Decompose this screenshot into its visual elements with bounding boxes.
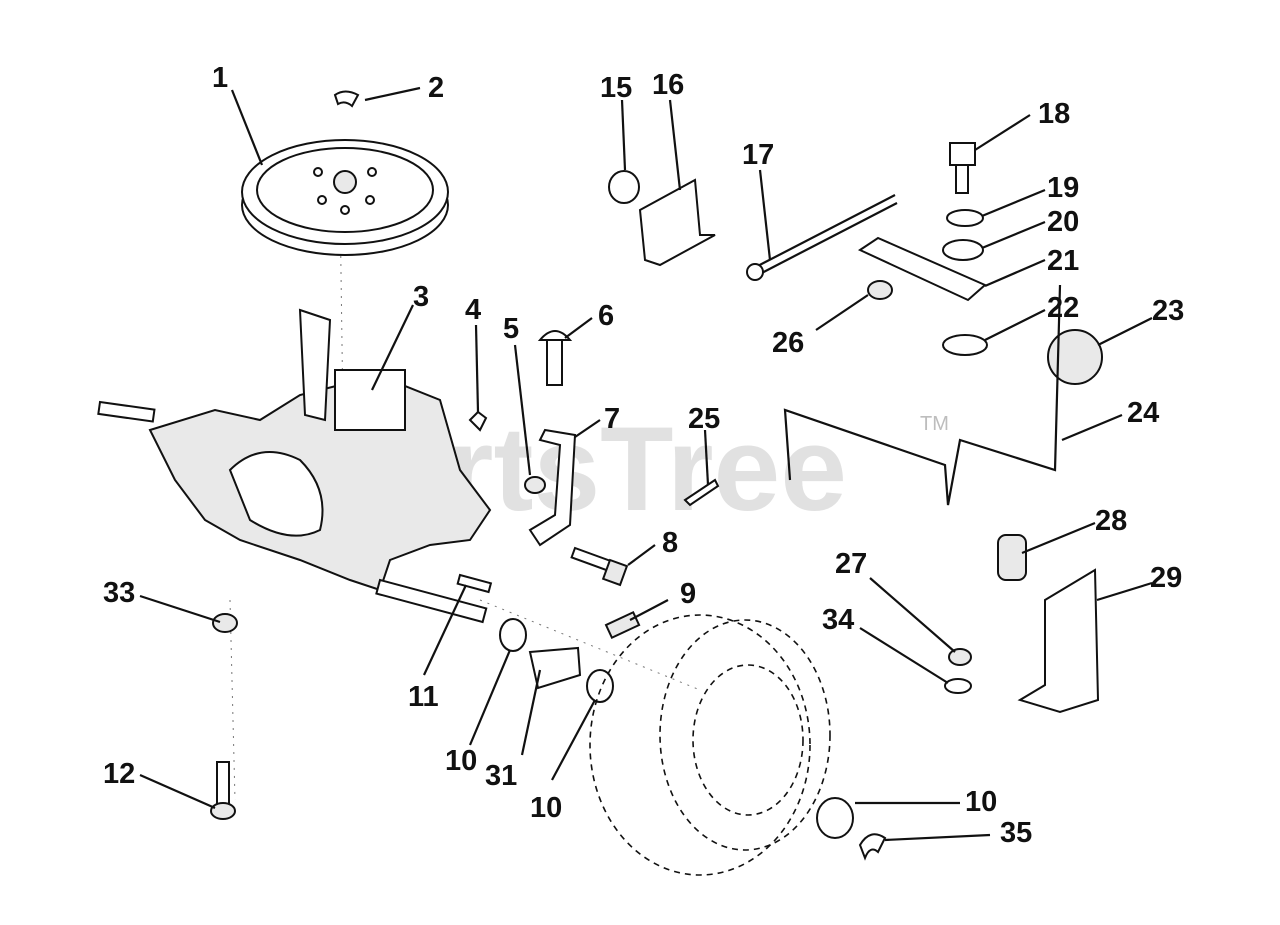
pin-part-25[interactable] [683, 478, 720, 507]
callout-4: 4 [465, 294, 481, 326]
callout-31: 31 [485, 760, 517, 792]
leader-lines [139, 86, 1153, 842]
callout-20: 20 [1047, 206, 1079, 238]
bolt-part-18[interactable] [949, 142, 976, 194]
nut-part-27[interactable] [948, 648, 972, 666]
callout-10c: 10 [965, 786, 997, 818]
callout-5: 5 [503, 313, 519, 345]
callout-10b: 10 [530, 792, 562, 824]
washer-part-10c[interactable] [816, 797, 854, 839]
callout-29: 29 [1150, 562, 1182, 594]
washer-part-10a[interactable] [499, 618, 527, 652]
callout-16: 16 [652, 69, 684, 101]
key-part-4[interactable] [468, 410, 488, 432]
rod-part-17[interactable] [746, 194, 898, 281]
nut-part-33[interactable] [212, 613, 238, 633]
callout-35: 35 [1000, 817, 1032, 849]
callout-22: 22 [1047, 292, 1079, 324]
callout-12: 12 [103, 758, 135, 790]
callout-15: 15 [600, 72, 632, 104]
bracket-part-7[interactable] [528, 428, 577, 547]
callout-7: 7 [604, 403, 620, 435]
callout-34: 34 [822, 604, 854, 636]
callout-26: 26 [772, 327, 804, 359]
callout-25: 25 [688, 403, 720, 435]
lockwasher-part-19[interactable] [946, 209, 984, 227]
washer-part-10b[interactable] [586, 669, 614, 703]
spring-part-28[interactable] [997, 534, 1027, 581]
starwasher-part-34[interactable] [944, 678, 972, 694]
callout-28: 28 [1095, 505, 1127, 537]
spacer-part-31[interactable] [528, 646, 582, 690]
bolt-part-6[interactable] [537, 330, 573, 386]
watermark-trademark: TM [920, 413, 949, 435]
knob-part-23[interactable] [1047, 329, 1103, 385]
pulley-part[interactable] [241, 139, 449, 256]
callout-2: 2 [428, 72, 444, 104]
wheel-outline [589, 614, 831, 876]
callout-19: 19 [1047, 172, 1079, 204]
callout-1: 1 [212, 62, 228, 94]
washer-part-20[interactable] [942, 239, 984, 261]
bracket-part-29[interactable] [1017, 568, 1100, 714]
callout-10a: 10 [445, 745, 477, 777]
washer-part-22[interactable] [942, 334, 988, 356]
callout-18: 18 [1038, 98, 1070, 130]
callout-23: 23 [1152, 295, 1184, 327]
callout-24: 24 [1127, 397, 1159, 429]
nut-part-26[interactable] [867, 280, 893, 300]
lever-part-24[interactable] [783, 284, 1062, 506]
callout-8: 8 [662, 527, 678, 559]
callout-3: 3 [413, 281, 429, 313]
callout-9: 9 [680, 578, 696, 610]
washer-part-15[interactable] [608, 170, 640, 204]
bolt-part-8[interactable] [570, 546, 629, 587]
screw-part-9[interactable] [604, 610, 641, 640]
key-part-11[interactable] [456, 573, 493, 594]
bracket-part-16[interactable] [638, 178, 716, 267]
clip-part-35[interactable] [858, 833, 887, 861]
callout-11: 11 [408, 681, 439, 713]
callout-6: 6 [598, 300, 614, 332]
assembly-axes [229, 199, 701, 801]
clip-part-2[interactable] [333, 90, 360, 108]
nut-part-5[interactable] [524, 476, 546, 494]
callout-labels: 1 2 3 4 5 6 7 8 9 10 10 10 11 12 15 16 1… [103, 62, 1184, 849]
transaxle-part[interactable] [97, 308, 492, 624]
callout-33: 33 [103, 577, 135, 609]
callout-21: 21 [1047, 245, 1079, 277]
callout-17: 17 [742, 139, 774, 171]
bolt-part-12[interactable] [210, 761, 236, 820]
callout-27: 27 [835, 548, 867, 580]
